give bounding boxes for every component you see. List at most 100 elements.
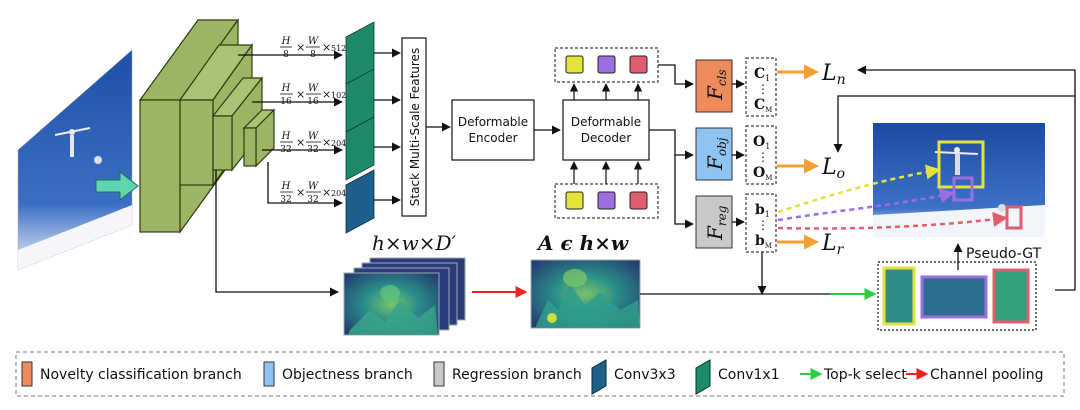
pseudo-arrows [777, 164, 1008, 230]
loss-n: Ln [821, 61, 846, 88]
legend-item-5: Top-k select [800, 367, 907, 383]
feature-size-label: h×w×D′ [372, 231, 457, 255]
query-in-yellow [565, 191, 584, 210]
legend-label-0: Novelty classification branch [40, 367, 242, 383]
svg-text:×: × [296, 88, 305, 101]
decoder-line-2: Decoder [581, 131, 632, 145]
legend-item-6: Channel pooling [906, 367, 1043, 383]
cls-out-bot-sub: M [765, 106, 772, 114]
scale-0-wden: 8 [310, 50, 316, 60]
crop-purple [920, 275, 988, 319]
legend-label-2: Regression branch [452, 367, 582, 383]
backbone-to-feature-arrow [215, 170, 339, 297]
scale-2-h: H [281, 131, 291, 142]
scale-3-hden: 32 [280, 195, 291, 205]
svg-text:Fcls: Fcls [703, 69, 729, 101]
reg-out-top-sub: 1 [765, 210, 770, 219]
scale-2-wden: 32 [307, 145, 318, 155]
decoder-line-1: Deformable [571, 115, 641, 129]
attention-map [530, 259, 641, 329]
output-reg: b1 ⋮ bM [745, 193, 777, 253]
conv-blocks [345, 21, 375, 234]
svg-text:⋮: ⋮ [757, 218, 769, 232]
legend-swatch-0 [21, 361, 33, 387]
loss-arrows [777, 64, 819, 250]
scale-0-hden: 8 [283, 50, 289, 60]
input-arrow [95, 170, 139, 202]
loss-n-sub: n [837, 72, 846, 88]
query-out-yellow [565, 55, 584, 74]
scale-3-wden: 32 [307, 195, 318, 205]
query-in-red [629, 191, 648, 210]
svg-text:×: × [322, 136, 331, 149]
deformable-decoder: Deformable Decoder [562, 99, 650, 161]
reg-out-bot: b [755, 233, 765, 249]
conv-to-stack-arrows [374, 48, 401, 205]
cls-out-top-sub: 1 [765, 74, 770, 83]
scale-2-hden: 32 [280, 145, 291, 155]
loss-r: Lr [821, 231, 845, 258]
legend-item-3: Conv3x3 [591, 359, 676, 395]
cls-out-bot: C [754, 97, 765, 113]
svg-text:×: × [296, 136, 305, 149]
legend-item-2: Regression branch [433, 361, 582, 387]
query-out-purple [597, 55, 616, 74]
legend-swatch-2 [433, 361, 445, 387]
scale-label-2: H 32 × W 32 × 2048 [280, 131, 351, 155]
svg-text:Lo: Lo [821, 155, 845, 182]
reg-out-top: b [755, 202, 765, 218]
conv1x1-block-2 [345, 116, 375, 181]
feedback-arrows [833, 65, 1076, 291]
decoder-in-arrows [569, 161, 643, 184]
legend-item-1: Objectness branch [263, 361, 413, 387]
conv3x3-block [345, 169, 375, 234]
legend-swatch-1 [263, 361, 275, 387]
deformable-encoder: Deformable Encoder [451, 99, 535, 161]
reg-head-sub: reg [715, 205, 729, 226]
svg-text:O1: O1 [753, 134, 770, 151]
stack-label: Stack Multi-Scale Features [408, 48, 422, 206]
input-image [17, 49, 133, 271]
skier-figure-icon [54, 127, 102, 164]
legend-label-1: Objectness branch [282, 367, 413, 383]
obj-out-top-sub: 1 [765, 142, 770, 151]
svg-text:×: × [296, 186, 305, 199]
query-out-red [629, 55, 648, 74]
legend-label-4: Conv1x1 [718, 367, 780, 383]
legend-item-4: Conv1x1 [695, 359, 780, 395]
svg-text:×: × [322, 88, 331, 101]
encoder-line-1: Deformable [458, 115, 528, 129]
scale-label-1: H 16 × W 16 × 1024 [280, 83, 351, 107]
backbone-to-conv-arrows [238, 50, 343, 208]
svg-text:C1: C1 [754, 66, 770, 83]
scale-1-wden: 16 [307, 97, 319, 107]
scale-0-h: H [281, 36, 291, 47]
pseudo-box-yellow [937, 140, 985, 189]
branch-arrows [649, 64, 694, 229]
pseudo-gt-label: Pseudo-GT [966, 246, 1042, 262]
query-in-purple [597, 191, 616, 210]
head-obj: Fobj [695, 127, 733, 181]
encoder-line-2: Encoder [468, 131, 517, 145]
scale-3-ch: 2048 [331, 189, 351, 198]
scale-2-w: W [308, 131, 319, 142]
cls-head-sub: cls [715, 69, 729, 86]
output-obj: O1 ⋮ OM [745, 125, 777, 185]
skier-figure-right-icon [934, 147, 1006, 212]
loss-n-sym: L [821, 61, 837, 86]
svg-text:CM: CM [754, 97, 772, 114]
scale-0-w: W [308, 36, 319, 47]
loss-o: Lo [821, 155, 845, 182]
reg-head-symbol: F [703, 225, 727, 241]
scale-1-w: W [308, 83, 319, 94]
legend-conv-icon-3 [591, 359, 607, 395]
crop-yellow [882, 266, 916, 326]
scale-label-3: H 32 × W 32 × 2048 [280, 181, 351, 205]
svg-text:b1: b1 [755, 202, 770, 219]
scale-1-ch: 1024 [331, 91, 351, 100]
attention-label: A ϵ h×w [536, 231, 629, 255]
cls-out-top: C [754, 66, 765, 82]
head-cls: Fcls [695, 59, 733, 113]
legend: Novelty classification branch Objectness … [15, 351, 1065, 397]
